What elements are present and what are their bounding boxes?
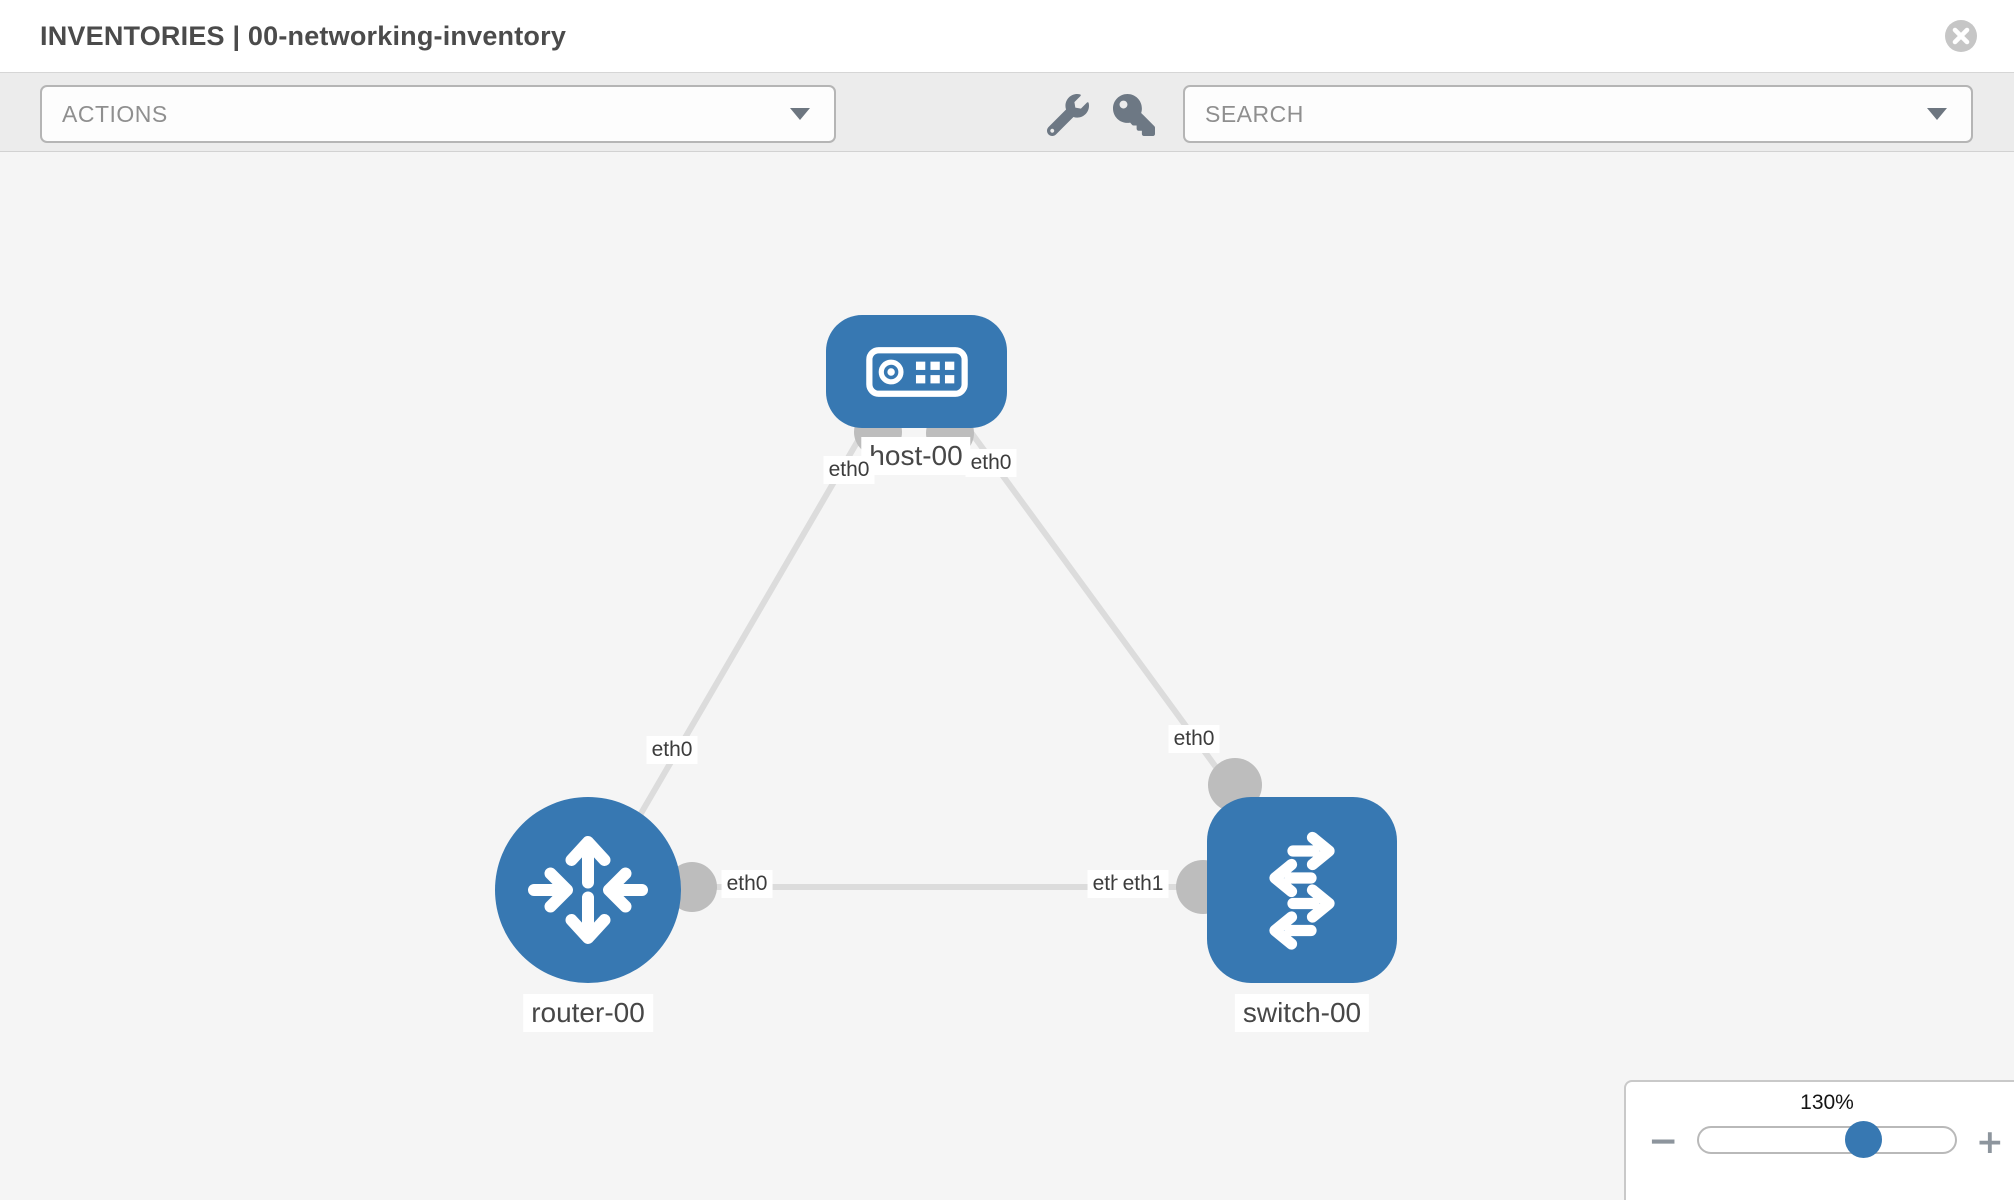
node-label-switch-00[interactable]: switch-00 (1234, 994, 1370, 1032)
actions-dropdown-label: ACTIONS (62, 100, 168, 127)
zoom-in-button[interactable]: + (1976, 1122, 2004, 1161)
close-icon (1945, 20, 1977, 52)
chevron-down-icon (790, 108, 810, 120)
node-router-00[interactable] (495, 797, 681, 983)
zoom-panel: 130% − + (1624, 1080, 2014, 1200)
key-button[interactable] (1106, 87, 1162, 143)
interface-label-eth0: eth0 (1168, 725, 1220, 753)
actions-dropdown[interactable]: ACTIONS (40, 85, 836, 143)
tools-button[interactable] (1040, 87, 1096, 143)
server-icon (865, 346, 968, 397)
zoom-out-button[interactable]: − (1648, 1121, 1679, 1162)
interface-label-eth1: eth1 (1117, 870, 1169, 898)
link-host-router[interactable] (594, 417, 873, 892)
search-dropdown-label: SEARCH (1205, 100, 1304, 127)
topology-canvas[interactable]: host-00 router-00 switch-00 eth0 eth0 et… (0, 152, 2014, 1200)
page-title: INVENTORIES | 00-networking-inventory (40, 20, 567, 51)
toolbar: ACTIONS SEARCH (0, 72, 2014, 152)
wrench-icon (1047, 94, 1089, 136)
node-label-router-00[interactable]: router-00 (523, 994, 653, 1032)
router-icon (528, 836, 648, 944)
switch-icon (1269, 831, 1335, 950)
key-icon (1113, 94, 1155, 136)
zoom-slider-handle[interactable] (1844, 1121, 1882, 1158)
zoom-slider-row: − + (1626, 1121, 2014, 1162)
node-host-00[interactable] (826, 315, 1007, 428)
close-button[interactable] (1940, 15, 1982, 57)
interface-label-eth0: eth0 (823, 456, 875, 484)
interface-label-eth0: eth0 (646, 736, 698, 764)
header: INVENTORIES | 00-networking-inventory (0, 0, 2014, 72)
search-dropdown[interactable]: SEARCH (1183, 85, 1973, 143)
interface-label-eth0: eth0 (965, 449, 1017, 477)
interface-label-eth0: eth0 (721, 870, 773, 898)
zoom-level-readout: 130% (1800, 1091, 1854, 1114)
chevron-down-icon (1927, 108, 1947, 120)
zoom-slider[interactable] (1697, 1121, 1957, 1158)
node-label-host-00[interactable]: host-00 (861, 437, 971, 475)
node-switch-00[interactable] (1207, 797, 1397, 983)
